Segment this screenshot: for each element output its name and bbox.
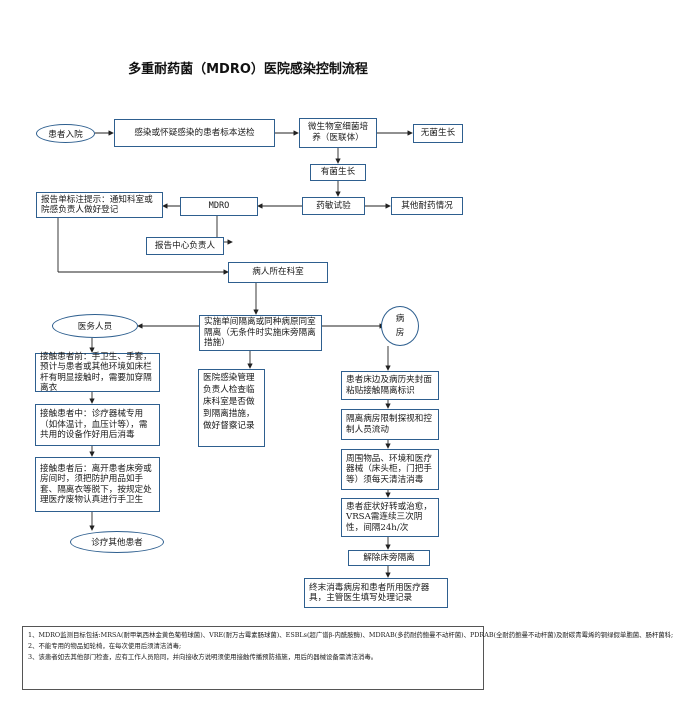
node-terminal-disinfection: 终末消毒病房和患者所用医疗器具，主管医生填写处理记录 <box>304 578 448 608</box>
node-limit-visits: 隔离病房限制探视和控制人员流动 <box>341 409 439 440</box>
node-medical-staff: 医务人员 <box>52 314 138 338</box>
node-other-resistance: 其他耐药情况 <box>391 197 463 215</box>
node-report-notes: 报告单标注提示：通知科室或院感负责人做好登记 <box>36 192 163 218</box>
node-no-growth: 无菌生长 <box>413 124 463 143</box>
node-treat-others: 诊疗其他患者 <box>70 531 164 553</box>
flow-connectors <box>57 130 413 578</box>
node-clean-items: 周围物品、环境和医疗器械（床头柜，门把手等）须每天清洁消毒 <box>341 449 439 490</box>
node-send-specimen: 感染或怀疑感染的患者标本送检 <box>114 119 275 147</box>
node-report-center: 报告中心负责人 <box>146 237 224 255</box>
footnotes-box: 1、MDRO监测目标包括:MRSA(耐甲氧西林金黄色葡萄球菌)、VRE(耐万古霉… <box>22 626 673 690</box>
node-after-contact: 接触患者后：离开患者床旁或房间时，须把防护用品如手套、隔离衣等脱下，按规定处理医… <box>35 457 160 512</box>
node-ward: 病人所在科室 <box>228 262 328 283</box>
node-lift-isolation: 解除床旁隔离 <box>348 550 430 566</box>
node-during-contact: 接触患者中：诊疗器械专用（如体温计，血压计等），需共用的设备作好用后消毒 <box>35 404 160 446</box>
node-negative-tests: 患者症状好转或治愈，VRSA需连续三次阴性，间隔24h/次 <box>341 498 439 537</box>
page-title: 多重耐药菌（MDRO）医院感染控制流程 <box>128 62 368 77</box>
node-growth: 有菌生长 <box>310 164 366 181</box>
footnote-3: 3、该患者如去其他部门检查，应有工作人员陪同，并向接收方说明须使用接触传播预防措… <box>28 653 378 661</box>
node-supervision: 医院感染管理负责人检查临床科室是否做到隔离措施，做好督察记录 <box>198 369 265 447</box>
footnote-2: 2、不能专用的物品如轮椅，在每次使用后须清洁消毒; <box>28 642 182 650</box>
node-ward-oval: 病房 <box>381 306 419 346</box>
node-susceptibility: 药敏试验 <box>302 197 365 215</box>
node-isolation: 实施单间隔离或同种病原同室隔离（无条件时实施床旁隔离措施） <box>199 315 322 351</box>
node-micro-lab: 微生物室细菌培养（医联体） <box>299 118 377 148</box>
footnote-1: 1、MDRO监测目标包括:MRSA(耐甲氧西林金黄色葡萄球菌)、VRE(耐万古霉… <box>28 631 673 639</box>
node-patient-admission: 患者入院 <box>36 124 95 143</box>
node-mdro: MDRO <box>180 197 258 216</box>
node-before-contact: 接触患者前：手卫生、手套，预计与患者或其他环境如床栏杆有明显接触时，需要加穿隔离… <box>35 352 160 393</box>
node-bedside-sign: 患者床边及病历夹封面粘贴接触隔离标识 <box>341 371 439 400</box>
